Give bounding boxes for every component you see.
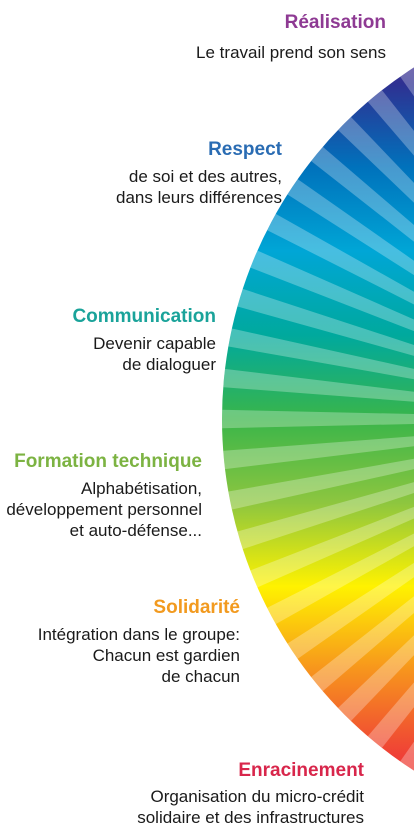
section-line: de dialoguer <box>122 355 216 374</box>
section-line: Devenir capable <box>93 334 216 353</box>
section-line: Chacun est gardien <box>92 646 240 665</box>
section-respect: Respect de soi et des autres, dans leurs… <box>116 139 282 208</box>
section-line: Organisation du micro-crédit <box>150 787 364 806</box>
section-line: et auto-défense... <box>69 521 202 540</box>
sunburst-ray <box>239 419 414 593</box>
sunburst-ray <box>329 108 414 419</box>
sunburst-ray <box>225 285 414 419</box>
section-title: Enracinement <box>238 760 364 781</box>
section-title: Respect <box>208 139 282 160</box>
section-title: Communication <box>72 306 216 327</box>
section-line: dans leurs différences <box>115 188 282 207</box>
sunburst-ray <box>256 419 414 630</box>
sunburst-ray <box>256 208 414 419</box>
sunburst-ray <box>277 172 414 419</box>
section-line: solidaire et des infrastructures <box>137 808 364 827</box>
section-solidarite: Solidarité Intégration dans le groupe: C… <box>38 597 240 687</box>
section-title: Réalisation <box>284 12 386 33</box>
sunburst-ray <box>222 419 414 471</box>
sunburst-ray <box>222 367 414 419</box>
section-realisation: Réalisation Le travail prend son sens <box>196 12 386 63</box>
sunburst-ray <box>301 419 414 700</box>
section-line: de chacun <box>161 667 240 686</box>
section-enracinement: Enracinement Organisation du micro-crédi… <box>137 760 364 828</box>
section-line: Le travail prend son sens <box>196 43 386 62</box>
section-title: Formation technique <box>14 451 202 472</box>
sunburst-ray <box>222 419 414 513</box>
sunburst-ray <box>329 419 414 730</box>
sunburst-ray <box>239 245 414 419</box>
sunburst-ray <box>222 325 414 419</box>
sunburst-ray <box>225 419 414 553</box>
section-line: Alphabétisation, <box>81 479 202 498</box>
sunburst-rays <box>222 56 414 782</box>
section-line: développement personnel <box>6 500 202 519</box>
section-communication: Communication Devenir capable de dialogu… <box>72 306 216 375</box>
sunburst-ray <box>301 138 414 419</box>
section-title: Solidarité <box>153 597 240 618</box>
section-line: de soi et des autres, <box>128 167 282 186</box>
section-formation-technique: Formation technique Alphabétisation, dév… <box>6 451 202 541</box>
section-line: Intégration dans le groupe: <box>37 625 240 644</box>
sunburst-ray <box>277 419 414 666</box>
sunburst-ray <box>222 409 414 429</box>
